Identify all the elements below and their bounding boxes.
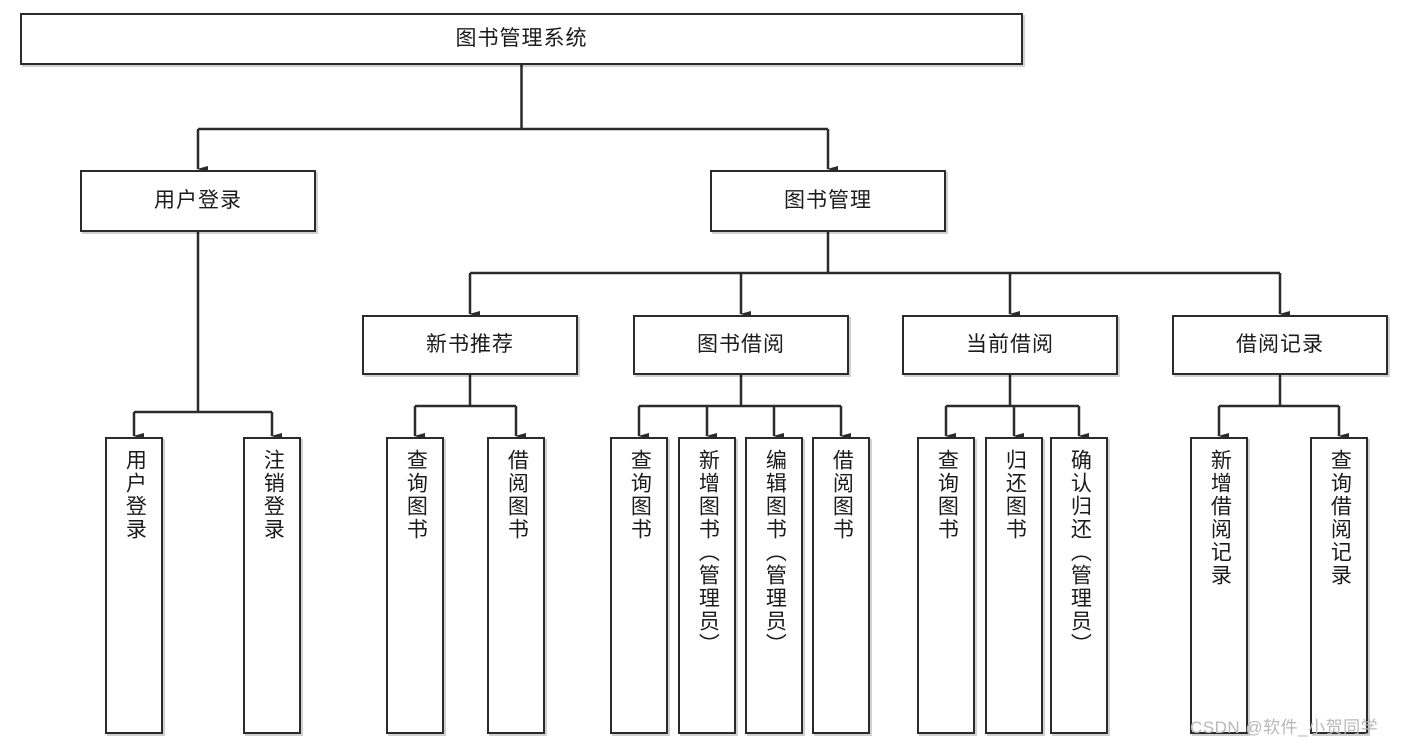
node-records[interactable]: 借阅记录 [1172,315,1388,375]
node-borrow[interactable]: 图书借阅 [633,315,849,375]
node-label-leaf-bk-query: 查询图书 [628,449,652,541]
node-root[interactable]: 图书管理系统 [20,13,1023,65]
node-label-leaf-rec-add: 新增借阅记录 [1208,449,1232,587]
node-leaf-rec-add[interactable]: 新增借阅记录 [1190,437,1248,734]
node-label-leaf-rec-query: 查询借阅记录 [1328,449,1352,587]
node-login[interactable]: 用户登录 [80,170,316,232]
node-leaf-bk-query[interactable]: 查询图书 [610,437,668,734]
node-leaf-cur-query[interactable]: 查询图书 [917,437,975,734]
node-leaf-bk-add[interactable]: 新增图书（管理员） [678,437,736,734]
node-label-borrow: 图书借阅 [697,332,785,356]
node-label-bookmgmt: 图书管理 [784,188,872,212]
node-label-leaf-bk-borrow: 借阅图书 [830,449,854,541]
node-label-leaf-user-logout: 注销登录 [261,449,285,541]
node-label-leaf-nb-query: 查询图书 [404,449,428,541]
node-label-leaf-user-login: 用户登录 [123,449,147,541]
node-leaf-nb-borrow[interactable]: 借阅图书 [487,437,545,734]
node-leaf-nb-query[interactable]: 查询图书 [386,437,444,734]
node-label-leaf-cur-confirm: 确认归还（管理员） [1068,449,1092,656]
node-current[interactable]: 当前借阅 [902,315,1118,375]
node-label-login: 用户登录 [154,188,242,212]
node-label-records: 借阅记录 [1236,332,1324,356]
node-leaf-cur-confirm[interactable]: 确认归还（管理员） [1050,437,1108,734]
node-leaf-bk-borrow[interactable]: 借阅图书 [812,437,870,734]
node-label-leaf-cur-query: 查询图书 [935,449,959,541]
node-leaf-cur-return[interactable]: 归还图书 [985,437,1043,734]
node-leaf-bk-edit[interactable]: 编辑图书（管理员） [745,437,803,734]
node-leaf-user-logout[interactable]: 注销登录 [243,437,301,734]
node-bookmgmt[interactable]: 图书管理 [710,170,946,232]
connector-lines [132,65,1349,439]
node-label-root: 图书管理系统 [455,26,588,50]
node-label-leaf-bk-add: 新增图书（管理员） [696,449,720,656]
node-leaf-rec-query[interactable]: 查询借阅记录 [1310,437,1368,734]
node-label-leaf-bk-edit: 编辑图书（管理员） [763,449,787,656]
node-label-newbook: 新书推荐 [426,332,514,356]
node-label-leaf-cur-return: 归还图书 [1003,449,1027,541]
node-leaf-user-login[interactable]: 用户登录 [105,437,163,734]
node-newbook[interactable]: 新书推荐 [362,315,578,375]
node-label-leaf-nb-borrow: 借阅图书 [505,449,529,541]
node-label-current: 当前借阅 [966,332,1054,356]
